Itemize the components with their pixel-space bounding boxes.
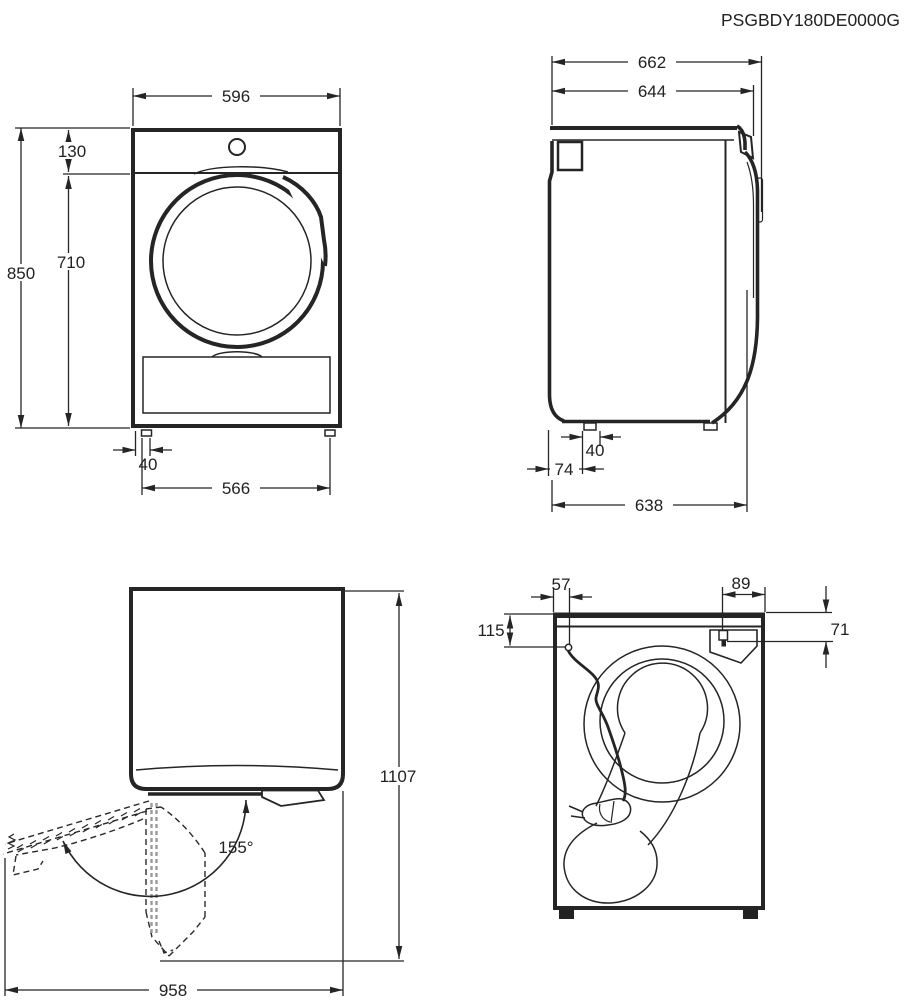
dim-front-width: 596 xyxy=(132,87,341,126)
top-valve-detail xyxy=(709,629,758,664)
dim-front-foot-inset: 40 xyxy=(113,431,172,474)
dim-side-body-depth: 644 xyxy=(552,82,755,136)
swing-door-155deg-outline xyxy=(2,800,150,876)
top-plug-prongs xyxy=(568,805,586,819)
dim-side-rear-foot-offset: 74 xyxy=(527,430,604,479)
dim-label-74: 74 xyxy=(555,460,574,479)
top-drum-inner-ring xyxy=(599,658,725,784)
front-left-foot xyxy=(140,429,153,437)
dim-top-cable-from-left: 57 xyxy=(531,575,592,644)
dim-label-155deg: 155° xyxy=(218,838,253,857)
dim-front-total-height: 850 xyxy=(0,128,42,428)
dim-top-cable-from-back: 115 xyxy=(477,613,565,648)
side-door-hinge-cap xyxy=(737,130,755,160)
top-power-plug xyxy=(568,798,632,827)
dim-label-566: 566 xyxy=(222,479,250,498)
dim-top-valve-width: 89 xyxy=(721,574,766,630)
swing-door-90deg-outline xyxy=(145,803,206,957)
dim-label-89: 89 xyxy=(732,574,751,593)
dim-side-base-depth: 638 xyxy=(551,290,748,515)
front-drawer xyxy=(142,356,331,414)
dim-label-40-side: 40 xyxy=(586,441,605,460)
front-drawer-handle xyxy=(211,351,263,358)
dim-front-door-height: 710 xyxy=(49,176,93,426)
swing-door-handle-wedge xyxy=(261,789,326,807)
dim-label-850: 850 xyxy=(7,264,35,283)
dim-side-total-depth: 662 xyxy=(551,53,763,212)
dim-label-710: 710 xyxy=(57,253,85,272)
top-drum-opening xyxy=(616,662,709,734)
dim-label-40-front: 40 xyxy=(139,455,158,474)
dim-door-opening-angle: 155° xyxy=(62,799,254,898)
side-door-handle-slot xyxy=(756,177,764,223)
dim-label-1107: 1107 xyxy=(380,767,417,786)
dim-top-valve-from-back: 71 xyxy=(727,586,849,668)
front-door xyxy=(149,166,328,349)
side-back-edge xyxy=(547,141,565,423)
top-machine-outline xyxy=(553,614,765,910)
side-front-foot xyxy=(703,422,718,431)
side-view: 662 644 40 74 xyxy=(527,53,764,515)
side-rear-foot xyxy=(583,422,597,431)
dim-swing-depth-open: 1107 xyxy=(160,590,427,962)
top-right-foot xyxy=(743,910,758,919)
dim-label-644: 644 xyxy=(638,82,666,101)
dim-label-71: 71 xyxy=(831,620,850,639)
dim-label-130: 130 xyxy=(58,142,86,161)
front-door-inner-rim xyxy=(162,186,312,336)
swing-door-seal-hatching xyxy=(16,807,142,853)
dim-label-638: 638 xyxy=(635,496,663,515)
dim-label-958: 958 xyxy=(159,981,187,1000)
dim-label-662: 662 xyxy=(638,53,666,72)
dim-label-596: 596 xyxy=(222,87,250,106)
top-power-cable xyxy=(566,649,627,802)
top-left-foot xyxy=(559,910,574,919)
top-view: 57 89 115 71 xyxy=(477,574,849,919)
dim-front-feet-spacing: 566 xyxy=(141,438,331,498)
front-right-foot xyxy=(324,429,336,437)
dim-swing-width-open: 958 xyxy=(4,791,344,1000)
top-drum-outer-ring xyxy=(583,645,741,803)
side-door-edge xyxy=(711,150,760,425)
drawing-title: PSGBDY180DE0000G xyxy=(721,10,900,30)
top-cable-loop xyxy=(563,822,658,904)
dim-front-top-panel: 130 xyxy=(50,130,94,172)
side-rear-panel xyxy=(556,140,584,172)
door-swing-view: 155° 1107 958 xyxy=(2,587,427,1000)
front-control-knob xyxy=(228,138,246,156)
dim-label-115: 115 xyxy=(477,621,504,640)
dim-label-57: 57 xyxy=(552,575,571,594)
front-view: 596 850 130 710 40 xyxy=(0,87,342,498)
swing-machine-outline xyxy=(129,587,345,791)
